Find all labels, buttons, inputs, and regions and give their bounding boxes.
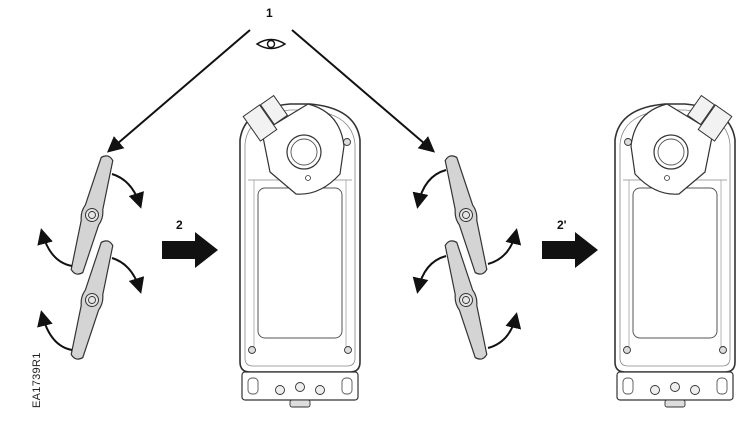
eye-icon <box>255 38 287 50</box>
step-label-b: 2' <box>557 218 567 232</box>
rotation-arrow-icon <box>111 257 145 294</box>
rotation-arrow-icon <box>487 228 522 265</box>
view-lines <box>106 29 436 153</box>
actuator-housing-icon <box>614 94 736 408</box>
rotation-arrow-icon <box>412 255 447 294</box>
view-label: 1 <box>266 6 273 20</box>
step-label-a: 2 <box>176 218 183 232</box>
rotation-arrow-icon <box>412 169 447 209</box>
block-arrow-icon <box>162 232 218 268</box>
rotation-arrow-icon <box>37 228 73 267</box>
right-linkage-pair <box>412 152 522 363</box>
rotation-arrow-icon <box>487 312 522 349</box>
rotation-arrow-icon <box>111 173 144 209</box>
rotation-arrow-icon <box>37 310 73 351</box>
left-linkage-pair <box>37 152 145 363</box>
figure-code: EA1739R1 <box>31 352 43 408</box>
block-arrow-icon <box>542 232 598 268</box>
actuator-housing-icon <box>239 94 361 408</box>
